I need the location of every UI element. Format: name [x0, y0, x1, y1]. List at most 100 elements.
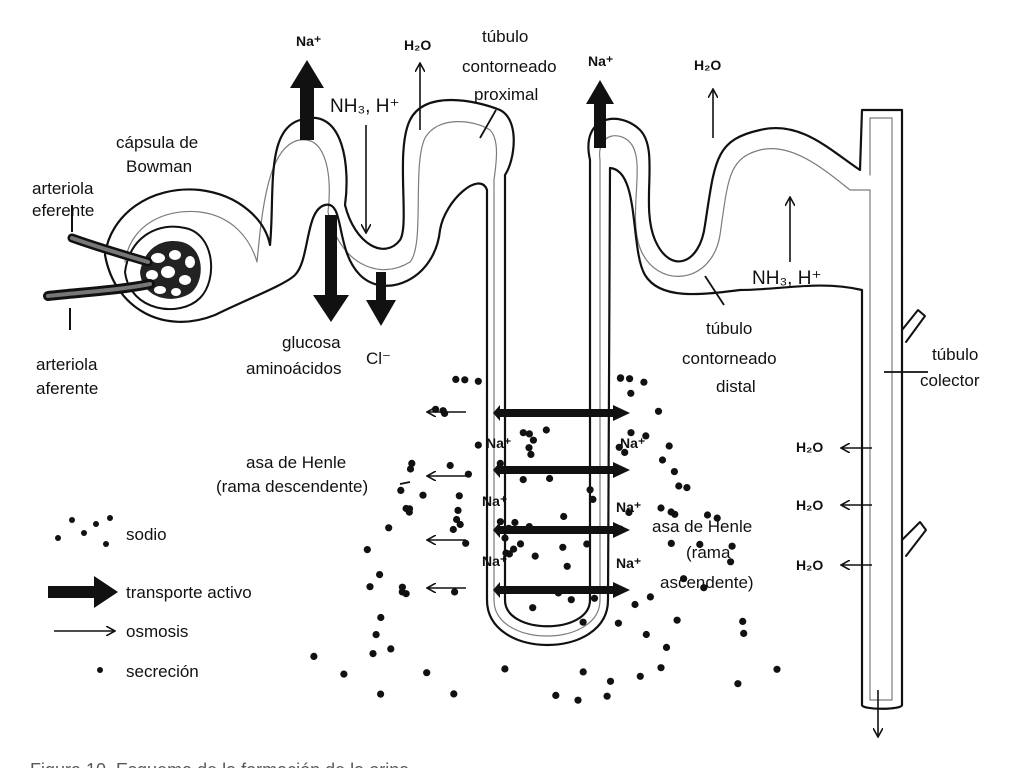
legend-secrecion-label: secreción [126, 662, 199, 681]
sodium-dot [419, 491, 427, 499]
sodium-dot [667, 539, 675, 548]
sodium-dot [398, 583, 406, 591]
figure-caption: Figura 10. Esquema de la formación de la… [30, 760, 410, 768]
label-na-loop-6: Na⁺ [616, 555, 641, 571]
sodium-dot [626, 375, 634, 383]
sodium-dot [406, 465, 415, 473]
sodium-dot [450, 690, 458, 698]
sodium-dot [579, 668, 587, 676]
sodium-dots [310, 374, 781, 704]
sodium-dot [461, 376, 469, 384]
sodium-dot [516, 540, 525, 548]
label-asa-desc-1: asa de Henle [246, 453, 346, 472]
label-na-loop-2: Na⁺ [620, 435, 645, 451]
sodium-dot [631, 600, 639, 609]
sodium-dot [377, 690, 385, 698]
label-glucosa-2: aminoácidos [246, 359, 341, 378]
glucosa-arrow [313, 215, 349, 322]
sodium-dot [542, 426, 550, 434]
sodium-dot [667, 508, 675, 516]
legend-sodio-symbol [55, 515, 113, 547]
sodium-dot [546, 474, 554, 483]
sodium-dot [683, 484, 691, 492]
sodium-dot [519, 476, 527, 484]
sodium-dot [665, 442, 673, 450]
sodium-dot [579, 618, 587, 626]
sodium-dot [615, 443, 623, 451]
sodium-dot [642, 432, 650, 440]
sodium-dot [511, 518, 519, 527]
label-h2o-distal: H₂O [694, 57, 721, 73]
sodium-dot [397, 486, 405, 494]
na-arrow-distal [586, 80, 614, 148]
sodium-dot [627, 429, 635, 437]
sodium-dot [560, 512, 568, 521]
label-tubulo-distal-2: contorneado [682, 349, 777, 368]
sodium-dot [372, 631, 380, 639]
sodium-dot [340, 670, 348, 678]
label-asa-asc-2: (rama [686, 543, 731, 562]
legend-secrecion-symbol [97, 667, 103, 673]
sodium-dot [525, 444, 533, 452]
sodium-dot [773, 665, 781, 673]
sodium-dot [496, 518, 504, 526]
sodium-dot [446, 461, 454, 470]
label-nh3-h-distal: NH₃, H⁺ [752, 268, 822, 289]
legend-sodio-label: sodio [126, 525, 167, 544]
na-arrow-proximal [290, 60, 324, 140]
label-h2o-proximal: H₂O [404, 37, 431, 53]
legend-transporte-label: transporte activo [126, 583, 252, 602]
sodium-dot [563, 562, 571, 570]
sodium-dot [529, 604, 537, 612]
leader-lines [399, 109, 928, 485]
sodium-dot [527, 450, 535, 458]
sodium-dot [402, 590, 410, 598]
sodium-dot [740, 629, 748, 638]
legend-transporte-symbol [48, 576, 118, 608]
sodium-dot [703, 511, 712, 519]
sodium-dot [439, 407, 447, 415]
label-glucosa-1: glucosa [282, 333, 341, 352]
sodium-dot [739, 617, 747, 626]
sodium-dot [606, 677, 615, 685]
sodium-dot [501, 665, 509, 673]
label-capsula-1: cápsula de [116, 133, 198, 152]
sodium-dot [713, 514, 721, 522]
sodium-dot [455, 492, 463, 500]
sodium-dot [525, 430, 534, 438]
sodium-dot [454, 506, 462, 514]
sodium-dot [377, 613, 385, 622]
cl-arrow [366, 272, 396, 326]
label-h2o-colector-1: H₂O [796, 439, 823, 455]
sodium-dot [531, 552, 539, 560]
sodium-dot [658, 456, 667, 464]
label-capsula-2: Bowman [126, 157, 192, 176]
sodium-dot [696, 540, 704, 549]
label-nh3-h-proximal: NH₃, H⁺ [330, 96, 400, 117]
sodium-dot [654, 407, 663, 415]
label-cl: Cl⁻ [366, 349, 391, 368]
sodium-dot [636, 672, 644, 680]
sodium-dot [646, 593, 655, 601]
sodium-dot [734, 680, 742, 688]
sodium-dot [590, 594, 599, 602]
sodium-dot [519, 429, 527, 437]
sodium-dot [614, 619, 623, 627]
sodium-dot [408, 459, 416, 467]
label-h2o-colector-3: H₂O [796, 557, 823, 573]
label-arteriola-aferente-2: aferente [36, 379, 98, 398]
sodium-dot [474, 441, 482, 449]
label-na-loop-5: Na⁺ [482, 553, 507, 569]
sodium-dot [567, 596, 575, 604]
sodium-dot [464, 470, 472, 478]
sodium-dot [728, 542, 736, 550]
legend: sodio transporte activo osmosis secreció… [48, 515, 252, 681]
label-na-loop-1: Na⁺ [486, 435, 511, 451]
sodium-dot [627, 389, 635, 397]
sodium-dot [552, 691, 560, 700]
label-tubulo-proximal-1: túbulo [482, 27, 528, 46]
osmosis-arrows [366, 64, 878, 736]
label-asa-asc-3: ascendente) [660, 573, 754, 592]
active-transport-arrows [290, 60, 630, 598]
